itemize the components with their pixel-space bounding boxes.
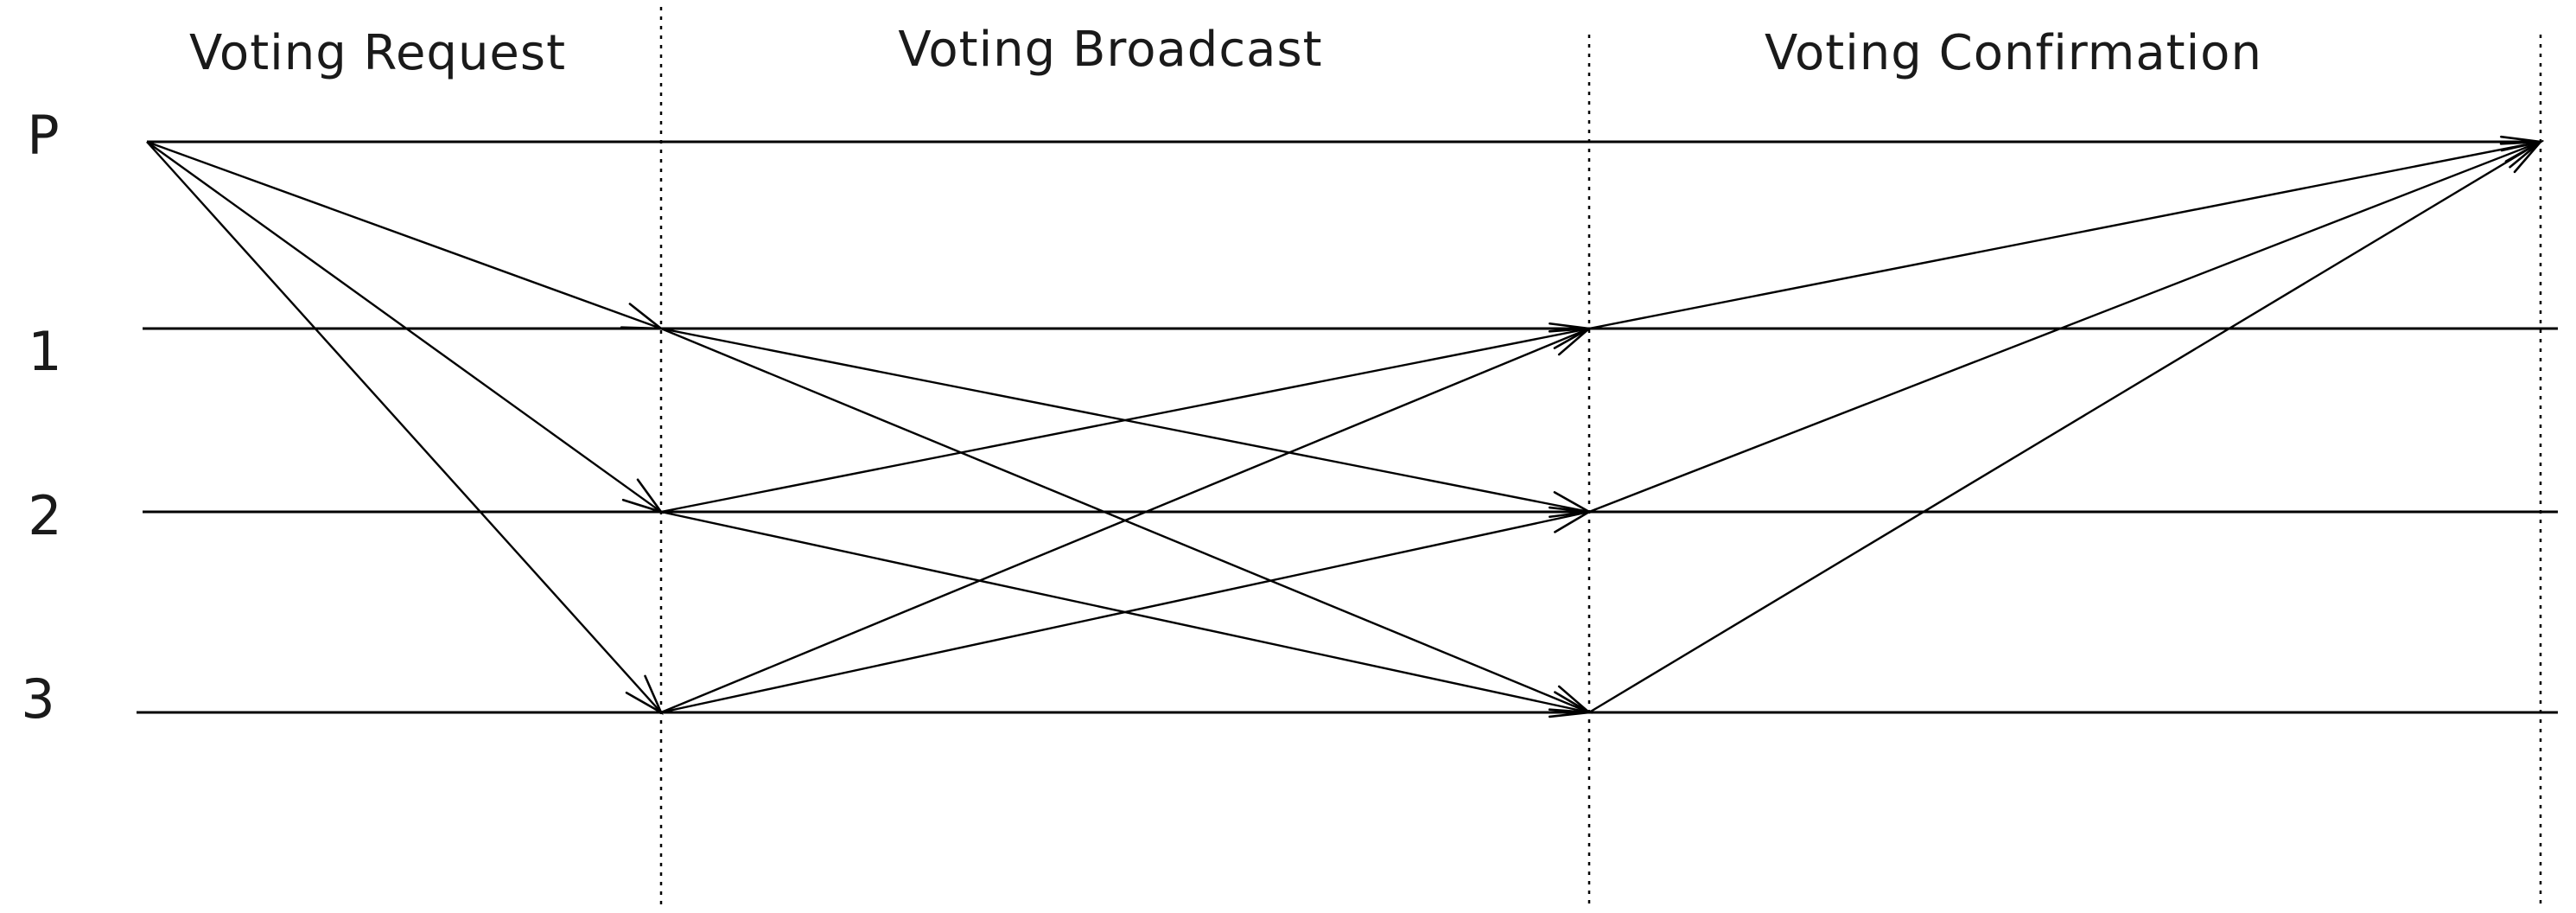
message-P-to-2: [146, 141, 662, 513]
message-3-to-P: [1588, 140, 2541, 714]
node-label-p: P: [27, 104, 59, 167]
message-3-to-1: [660, 327, 1590, 714]
node-label-1: 1: [28, 320, 61, 383]
message-2-to-P: [1588, 140, 2541, 514]
node-label-2: 2: [28, 484, 61, 547]
message-P-to-3: [146, 141, 662, 713]
phase-label-request: Voting Request: [189, 25, 566, 81]
arrowhead-3-to-P: [2500, 139, 2544, 174]
message-2-to-1: [660, 327, 1590, 514]
message-P-to-1: [146, 140, 662, 330]
node-label-3: 3: [21, 667, 54, 731]
message-3-to-2: [660, 510, 1590, 714]
phase-label-broadcast: Voting Broadcast: [898, 22, 1322, 78]
message-1-to-P: [1588, 140, 2541, 330]
phase-label-confirmation: Voting Confirmation: [1765, 25, 2262, 81]
message-arrows: [146, 135, 2545, 718]
